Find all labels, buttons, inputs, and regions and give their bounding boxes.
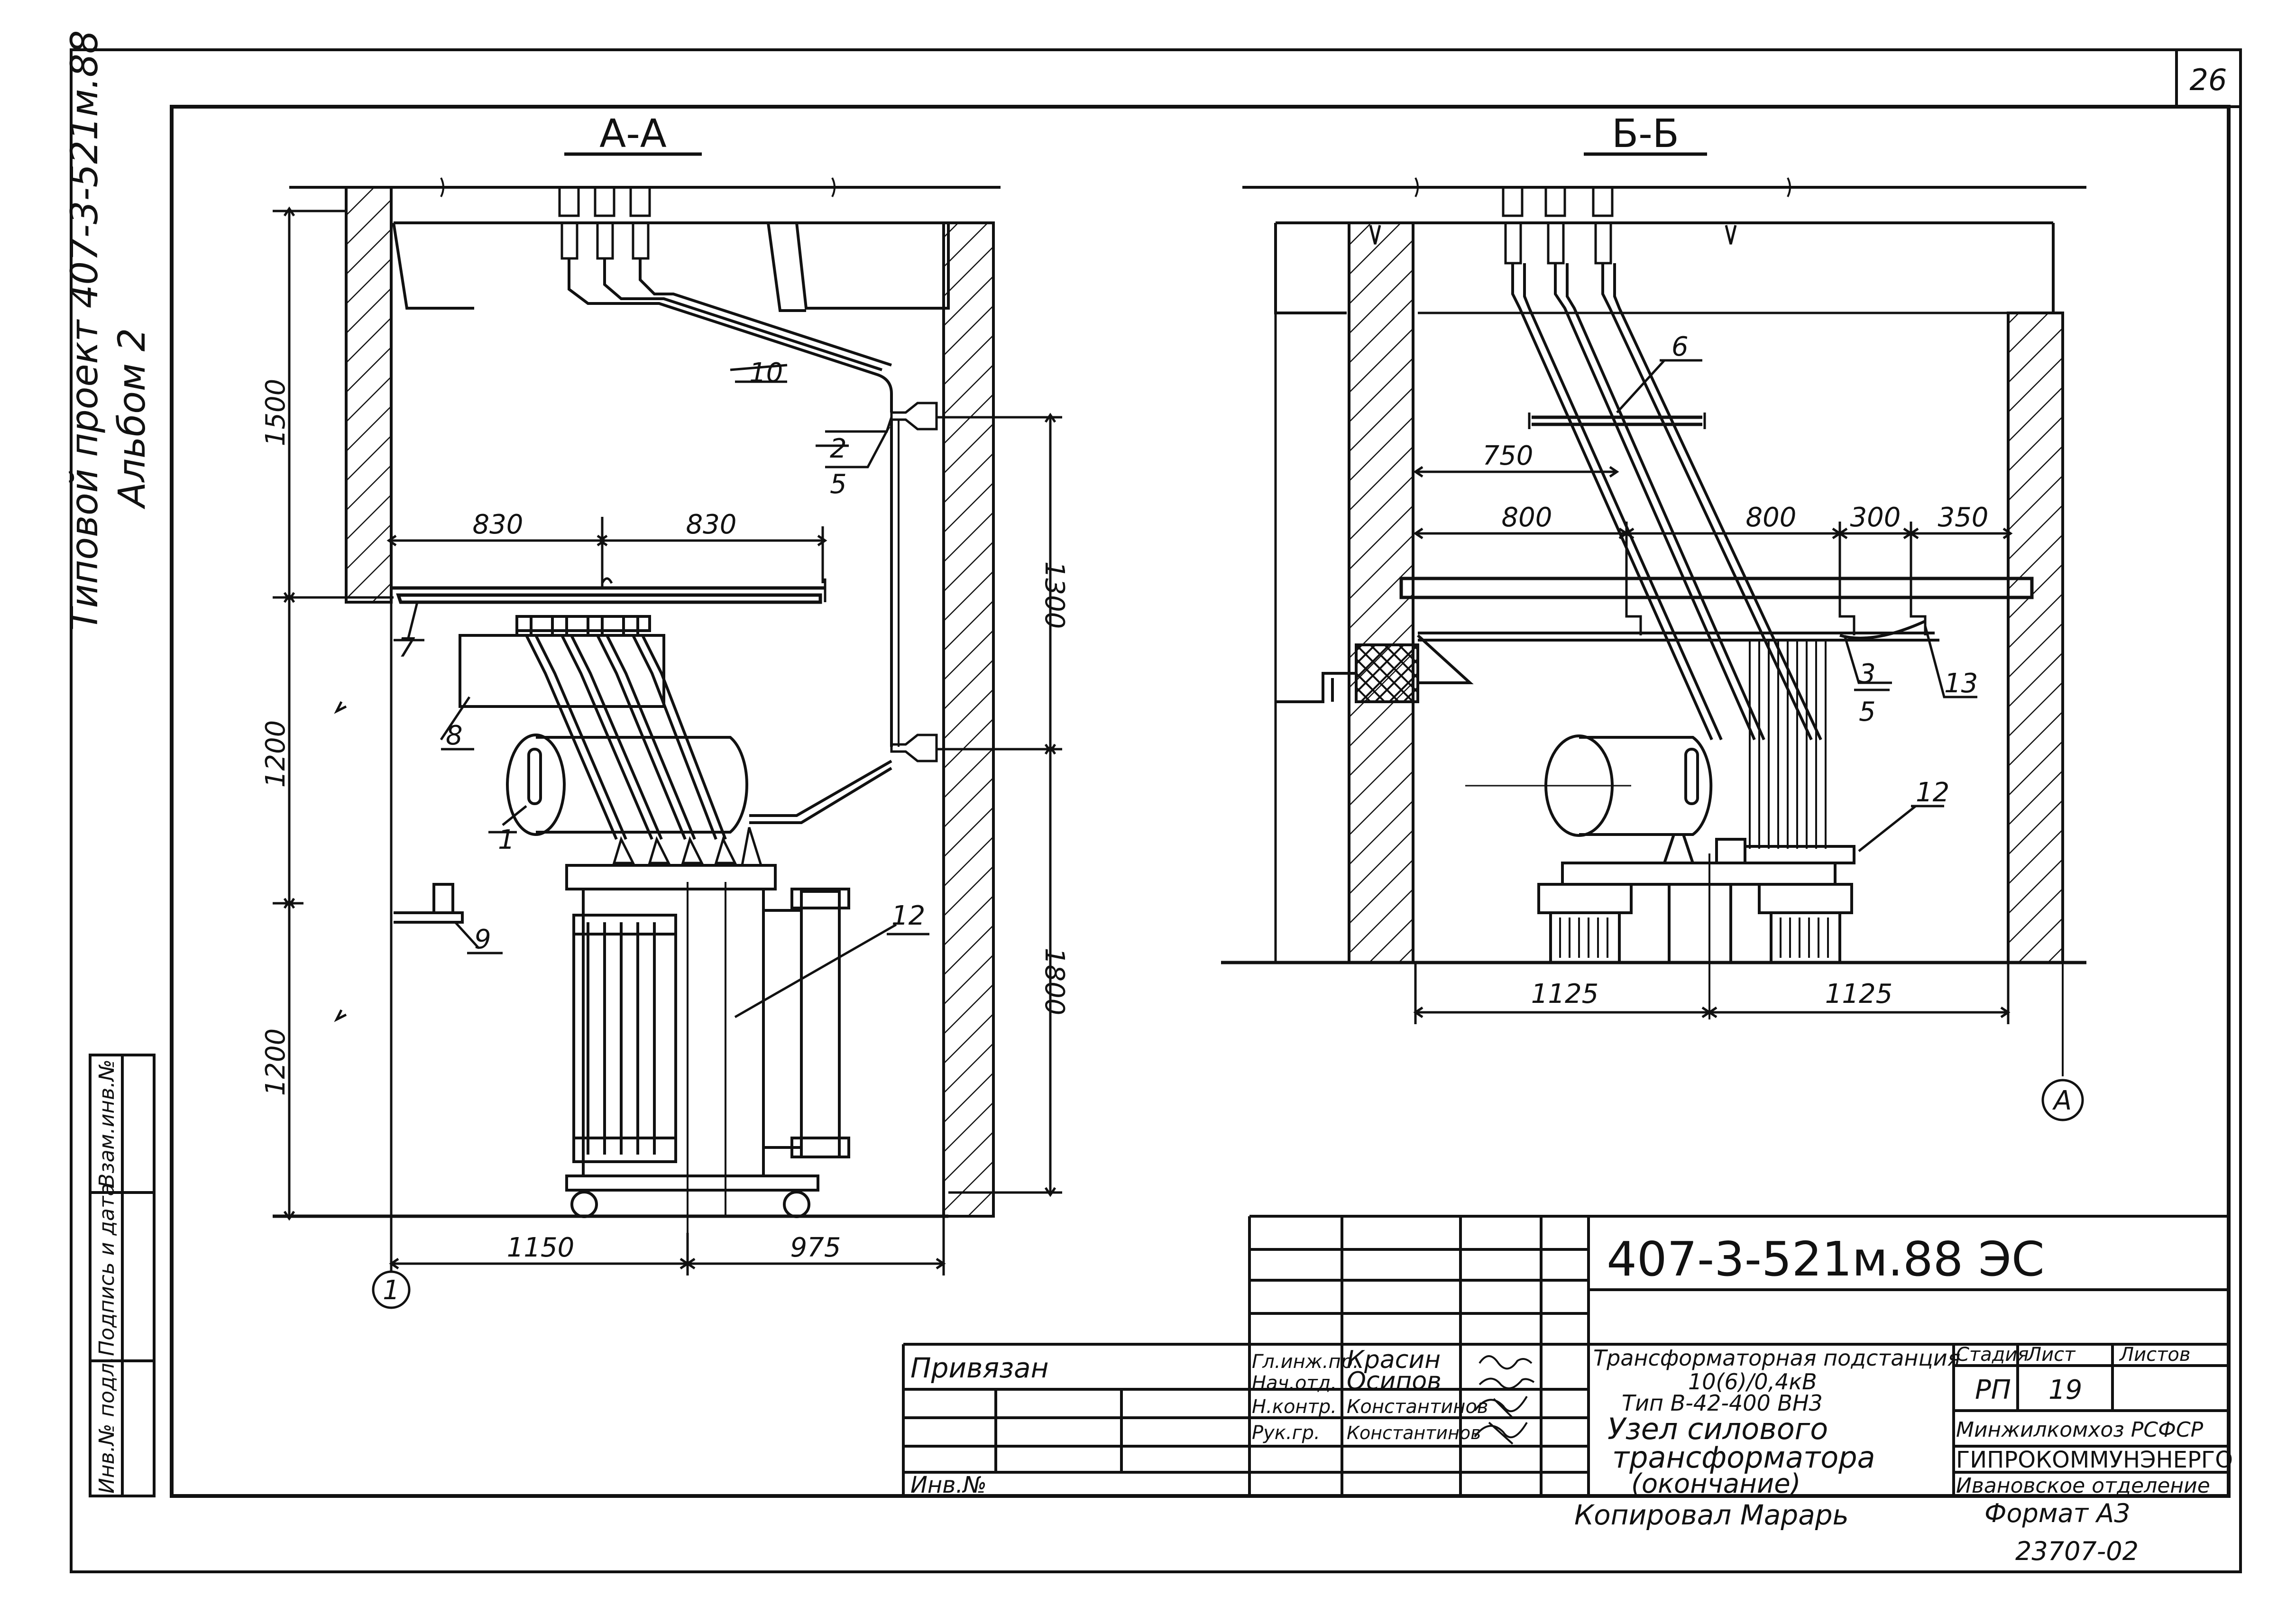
callout-6: 6 [1671,331,1689,362]
dim-1125b: 1125 [1825,979,1893,1009]
callout-7: 7 [398,633,415,663]
svg-text:Типовой проект 407-3-521м.88: Типовой проект 407-3-521м.88 [64,30,106,631]
left-strip [89,1054,156,1497]
dim-1500: 1500 [260,379,291,447]
callout-5b: 5 [1859,697,1876,727]
name-2: Осипов [1347,1367,1442,1395]
callout-2: 2 [830,433,847,464]
callout-13: 13 [1944,668,1978,699]
sheet-label: Лист [2026,1344,2076,1366]
signatures [1474,1355,1535,1445]
axis-a-label: А [2052,1085,2072,1116]
dim-300: 300 [1850,502,1901,533]
section-bb-title: Б-Б [1612,111,1679,156]
dim-1800: 1800 [1039,948,1070,1016]
page-number: 26 [2190,63,2227,97]
section-aa: А-А [260,111,1070,1309]
privyazan-label: Привязан [910,1352,1049,1384]
sheet-number-value: 19 [2048,1375,2082,1405]
archive-number: 23707-02 [2015,1536,2139,1566]
name-3: Константинов [1347,1396,1488,1418]
left-strip-labels: Инв.№ подл. Подпись и дата Взам.инв.№ [95,1059,119,1494]
desc-line-3: Тип В-42-400 ВН3 [1622,1390,1823,1416]
desc-line-1: Трансформаторная подстанция [1593,1345,1960,1371]
callout-1: 1 [498,825,515,855]
callout-12: 12 [891,900,925,931]
format-label: Формат А3 [1984,1498,2131,1528]
role-1: Гл.инж.пр. [1252,1351,1359,1373]
name-4: Константинов [1347,1422,1481,1443]
svg-text:Альбом 2: Альбом 2 [111,328,154,510]
dim-830a: 830 [473,509,523,540]
sheet-title-2: трансформатора [1612,1440,1875,1475]
dim-830b: 830 [686,509,737,540]
svg-text:Инв.№ подл.: Инв.№ подл. [95,1356,119,1494]
org-line-1: Минжилкомхоз РСФСР [1956,1418,2204,1442]
side-stamp: Типовой проект 407-3-521м.88 Альбом 2 [64,30,154,631]
dim-800a: 800 [1502,502,1552,533]
section-bb: Б-Б [1221,111,2086,1121]
svg-text:Подпись и дата: Подпись и дата [95,1184,119,1356]
title-block [902,1215,2229,1496]
role-4: Рук.гр. [1252,1422,1320,1444]
desc-line-2: 10(6)/0,4кВ [1688,1369,1817,1395]
role-2: Нач.отд. [1252,1372,1337,1394]
dim-350: 350 [1938,502,1989,533]
section-aa-title: А-А [599,111,667,156]
drawing-code: 407-3-521м.88 ЭС [1607,1231,2044,1287]
title-block-text: 407-3-521м.88 ЭС Привязан Инв.№ Гл.инж.п… [910,1231,2233,1499]
dim-1200a: 1200 [260,720,291,788]
org-line-2: ГИПРОКОММУНЭНЕРГО [1956,1447,2233,1473]
dim-1200b: 1200 [260,1028,291,1096]
stage-value: РП [1975,1375,2011,1405]
dim-750: 750 [1483,440,1534,471]
callout-10: 10 [749,358,783,388]
callout-8: 8 [446,720,463,751]
sheet-title-1: Узел силового [1607,1412,1828,1446]
sheet-title-3: (окончание) [1631,1468,1801,1499]
dim-1125a: 1125 [1531,979,1599,1009]
copied-by: Копировал Марарь [1574,1499,1849,1531]
dim-975: 975 [790,1232,841,1263]
role-3: Н.контр. [1252,1396,1337,1418]
callout-3: 3 [1859,659,1876,689]
dim-1300: 1300 [1039,561,1070,629]
inv-no-label: Инв.№ [910,1472,987,1498]
sheet-border [70,48,2242,1573]
callout-5: 5 [830,469,847,500]
callout-9: 9 [474,924,491,955]
svg-text:Взам.инв.№: Взам.инв.№ [95,1059,119,1188]
stage-label: Стадия [1956,1344,2029,1366]
dim-800b: 800 [1746,502,1797,533]
name-1: Красин [1347,1346,1441,1374]
axis-1-label: 1 [383,1275,400,1306]
org-line-3: Ивановское отделение [1956,1474,2210,1498]
callout-12b: 12 [1916,777,1949,808]
dim-1150: 1150 [507,1232,575,1263]
sheets-label: Листов [2119,1344,2190,1366]
